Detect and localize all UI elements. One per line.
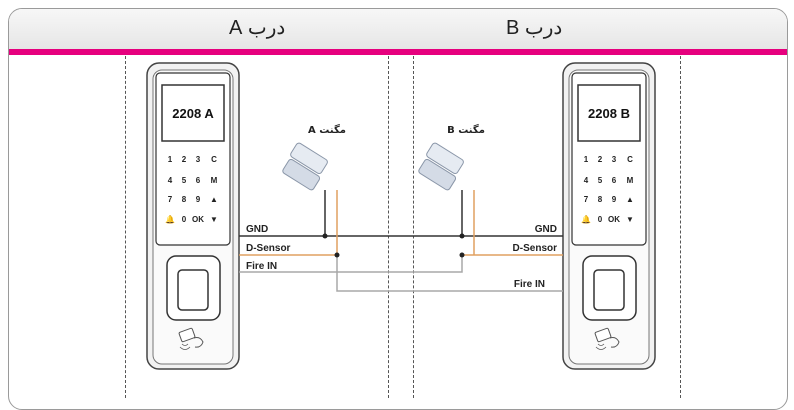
keypad-key: 2 — [598, 155, 603, 164]
gnd-label-a: GND — [246, 224, 268, 235]
keypad-key: 6 — [196, 176, 201, 185]
rfid-card-icon-b — [594, 327, 620, 350]
gnd-label-b: GND — [535, 224, 557, 235]
junction-dot — [459, 252, 465, 258]
keypad-key: 6 — [612, 176, 617, 185]
diagram-header: درب A درب B — [9, 9, 787, 49]
keypad-key: ▼ — [626, 215, 634, 224]
magnet-a-icon — [282, 142, 328, 191]
keypad-key: 7 — [584, 195, 589, 204]
d-sensor-label-b: D-Sensor — [513, 243, 558, 254]
keypad-key: 1 — [168, 155, 173, 164]
keypad-key: M — [211, 176, 218, 185]
keypad-key: C — [211, 155, 217, 164]
keypad-key: 5 — [598, 176, 603, 185]
keypad-key: 8 — [598, 195, 603, 204]
rfid-card-icon-a — [178, 327, 204, 350]
screen-text-b: 2208 B — [588, 106, 630, 121]
divider-center-right — [413, 56, 414, 398]
junction-dot — [459, 233, 465, 239]
fire-in-label-a: Fire IN — [246, 261, 277, 272]
keypad-key: 3 — [612, 155, 617, 164]
door-b-title: درب B — [506, 17, 563, 39]
fire-in-label-b: Fire IN — [514, 279, 545, 290]
keypad-key: 3 — [196, 155, 201, 164]
magnet-b-label: مگنت B — [447, 123, 485, 136]
lcd-screen-b — [577, 84, 641, 142]
keypad-key: 4 — [168, 176, 173, 185]
keypad-key: 9 — [196, 195, 201, 204]
junction-dot — [334, 252, 340, 258]
keypad-key: 🔔 — [165, 215, 175, 224]
magnet-b-icon — [418, 142, 464, 191]
keypad-key: 2 — [182, 155, 187, 164]
screen-text-a: 2208 A — [172, 106, 214, 121]
keypad-key: OK — [192, 215, 204, 224]
d-sensor-label-a: D-Sensor — [246, 243, 291, 254]
keypad-key: 4 — [584, 176, 589, 185]
fire-in-wire-a — [239, 255, 463, 273]
keypad-key: M — [627, 176, 634, 185]
keypad-key: OK — [608, 215, 620, 224]
keypad-key: C — [627, 155, 633, 164]
keypad-key: 5 — [182, 176, 187, 185]
keypad-key: ▼ — [210, 215, 218, 224]
divider-center-left — [388, 56, 389, 398]
keypad-key: 1 — [584, 155, 589, 164]
fire-in-wire-b — [336, 255, 563, 292]
keypad-key: 0 — [182, 215, 187, 224]
junction-dot — [322, 233, 328, 239]
keypad-key: 9 — [612, 195, 617, 204]
magnet-a-label: مگنت A — [308, 123, 346, 136]
keypad-key: 8 — [182, 195, 187, 204]
keypad-key: 7 — [168, 195, 173, 204]
divider-right — [680, 56, 681, 398]
diagram-frame: درب A درب B — [8, 8, 788, 410]
keypad-key: ▲ — [210, 195, 218, 204]
keypad-key: 0 — [598, 215, 603, 224]
accent-bar — [9, 49, 787, 55]
keypad-key: ▲ — [626, 195, 634, 204]
lcd-screen-a — [161, 84, 225, 142]
keypad-key: 🔔 — [581, 215, 591, 224]
divider-left — [125, 56, 126, 398]
door-a-title: درب A — [229, 17, 286, 39]
